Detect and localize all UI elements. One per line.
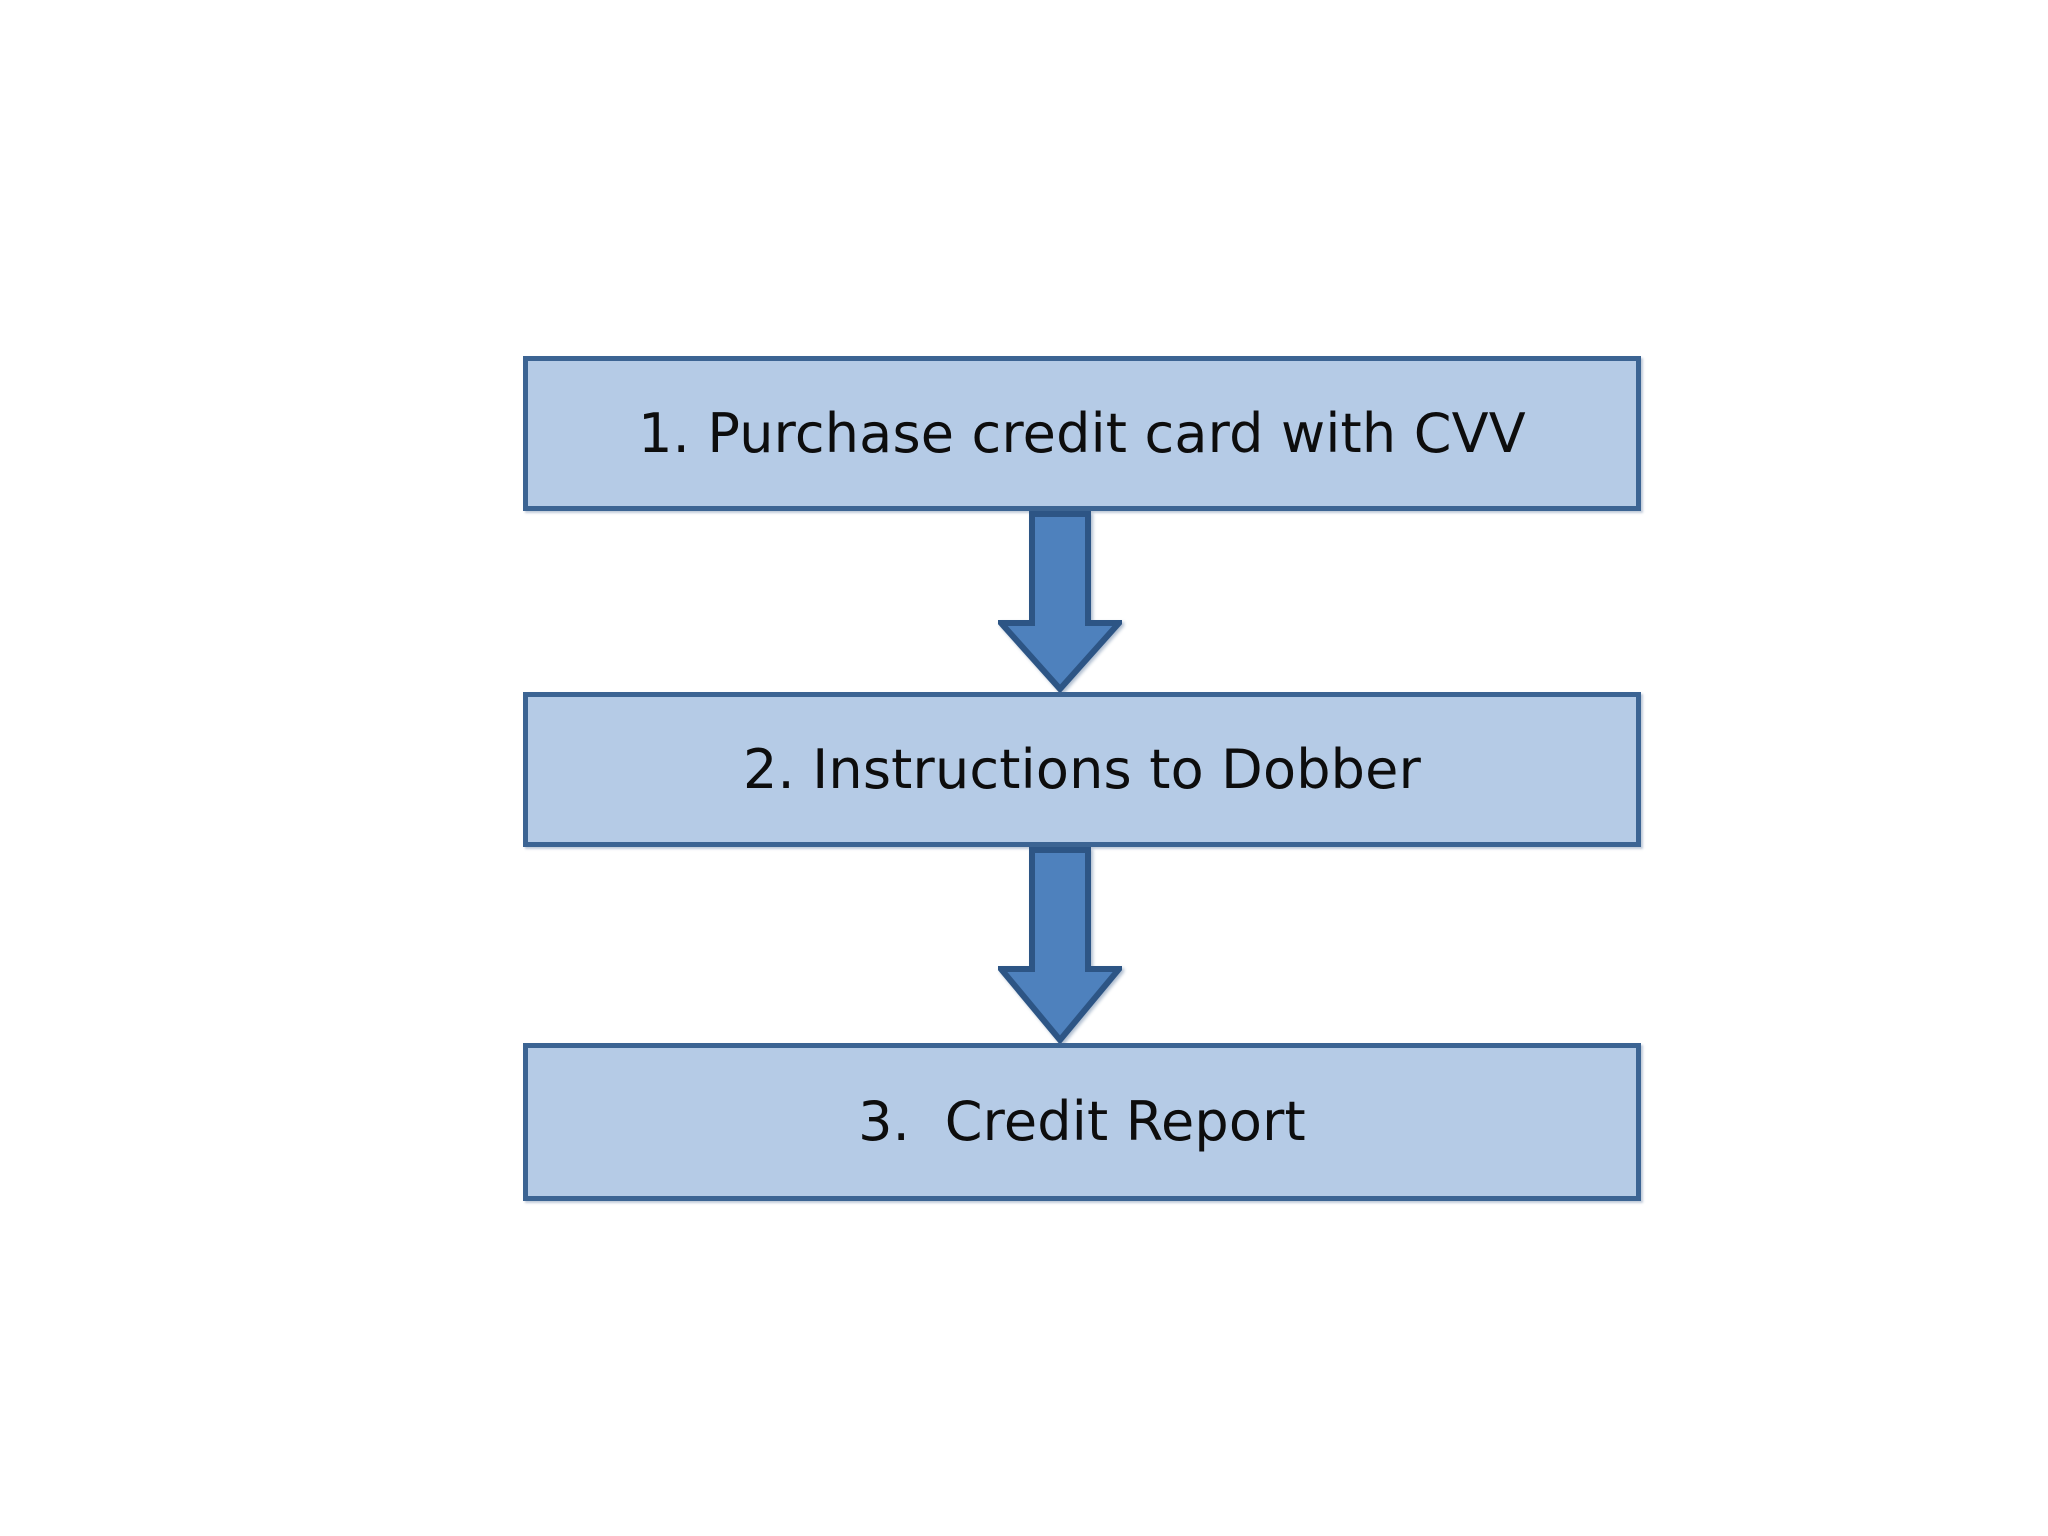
down-arrow-shape xyxy=(998,847,1122,1044)
down-arrow-icon xyxy=(998,847,1122,1044)
down-arrow-icon xyxy=(998,511,1122,693)
flowchart-step-2-label: 2. Instructions to Dobber xyxy=(743,737,1421,801)
down-arrow-shape xyxy=(998,511,1122,693)
flowchart-step-2[interactable]: 2. Instructions to Dobber xyxy=(523,692,1641,847)
flowchart-step-3-label: 3. Credit Report xyxy=(858,1090,1306,1154)
flowchart-step-1-label: 1. Purchase credit card with CVV xyxy=(638,401,1526,465)
flowchart-step-1[interactable]: 1. Purchase credit card with CVV xyxy=(523,356,1641,511)
flowchart-step-3[interactable]: 3. Credit Report xyxy=(523,1043,1641,1201)
